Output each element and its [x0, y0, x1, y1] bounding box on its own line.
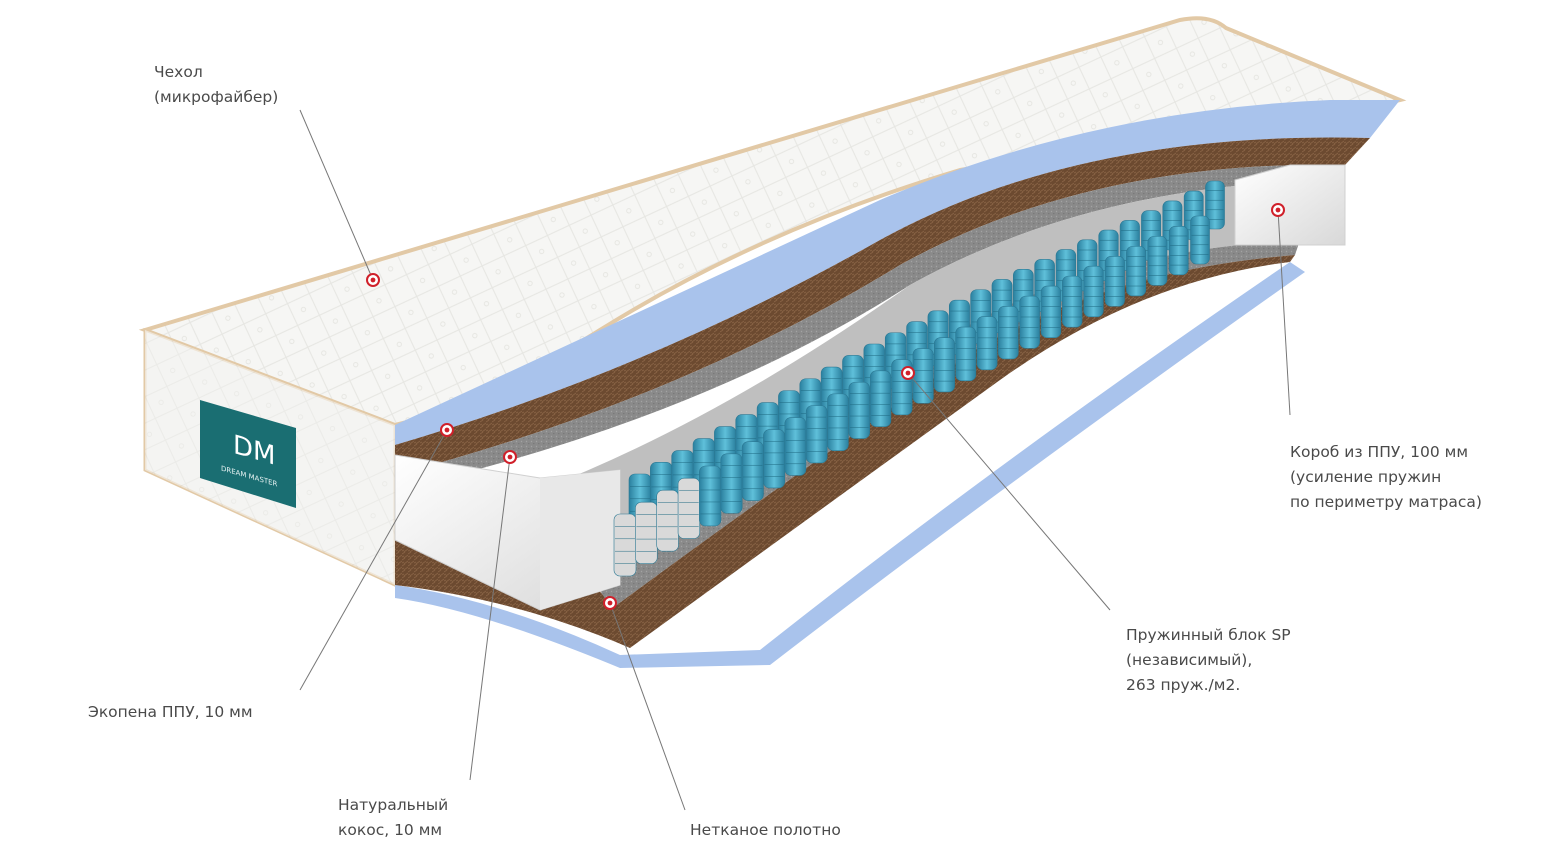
marker-cover	[366, 273, 380, 287]
callout-foam-box-line1: Короб из ППУ, 100 мм	[1290, 443, 1469, 461]
spring-pocket	[1019, 295, 1040, 349]
spring-pocket	[1147, 236, 1168, 286]
callout-spring-block-line1: Пружинный блок SP	[1126, 626, 1291, 644]
markers	[366, 203, 1285, 610]
marker-foam-box	[1271, 203, 1285, 217]
spring-pocket	[656, 489, 679, 552]
marker-ecofoam	[440, 423, 454, 437]
bottom-foam-layer	[395, 262, 1305, 668]
spring-pocket	[1190, 215, 1210, 265]
spring-pocket	[741, 441, 764, 501]
callout-foam-box-line3: по периметру матраса)	[1290, 493, 1482, 511]
callout-cover-line1: Чехол	[154, 63, 203, 81]
callout-spring-block-line2: (независимый),	[1126, 651, 1253, 669]
callout-spring-block: Пружинный блок SP (независимый), 263 пру…	[1126, 623, 1291, 698]
leader-cover	[299, 109, 374, 281]
marker-nonwoven	[603, 596, 617, 610]
spring-pocket	[677, 477, 701, 539]
marker-coconut	[503, 450, 517, 464]
spring-pocket	[869, 370, 892, 427]
callout-coconut: Натуральный кокос, 10 мм	[338, 793, 448, 843]
callout-cover: Чехол (микрофайбер)	[154, 60, 278, 110]
spring-pocket	[976, 316, 998, 371]
spring-block	[613, 180, 1225, 577]
spring-pocket	[720, 453, 743, 514]
spring-pocket	[763, 429, 785, 489]
leader-coconut	[469, 456, 511, 781]
leader-spring-block	[907, 372, 1111, 611]
spring-pocket	[613, 513, 637, 577]
spring-pocket	[998, 305, 1019, 360]
spring-pocket	[784, 417, 807, 476]
marker-spring-block	[901, 366, 915, 380]
spring-pocket	[1104, 256, 1125, 307]
callout-ecofoam-line1: Экопена ППУ, 10 мм	[88, 703, 253, 721]
spring-pocket	[1205, 180, 1225, 230]
spring-pocket	[955, 326, 977, 382]
brand-logo: DM DREAM MASTER	[200, 400, 296, 508]
spring-pocket	[699, 465, 722, 527]
callout-spring-block-line3: 263 пруж./м2.	[1126, 676, 1241, 694]
spring-pocket	[1040, 285, 1062, 339]
callout-foam-box-line2: (усиление пружин	[1290, 468, 1442, 486]
leader-ecofoam	[299, 429, 448, 691]
callout-nonwoven: Нетканое полотно	[690, 818, 841, 843]
spring-pocket	[1083, 265, 1104, 318]
leader-nonwoven	[609, 602, 686, 811]
leader-foam-box	[1277, 209, 1291, 416]
spring-pocket	[827, 393, 849, 451]
callout-ecofoam: Экопена ППУ, 10 мм	[88, 700, 253, 725]
spring-pocket	[1126, 246, 1147, 297]
spring-pocket	[805, 405, 828, 464]
spring-pocket	[848, 381, 870, 439]
spring-pocket	[933, 337, 955, 393]
spring-pocket	[1168, 225, 1189, 276]
callout-coconut-line1: Натуральный	[338, 796, 449, 814]
spring-pocket	[635, 501, 658, 564]
spring-pocket	[1062, 275, 1083, 328]
callout-nonwoven-line1: Нетканое полотно	[690, 821, 841, 839]
spring-pocket	[912, 348, 934, 404]
callout-foam-box: Короб из ППУ, 100 мм (усиление пружин по…	[1290, 440, 1482, 515]
callout-coconut-line2: кокос, 10 мм	[338, 821, 443, 839]
callout-cover-line2: (микрофайбер)	[154, 88, 279, 106]
leader-lines	[299, 109, 1291, 811]
